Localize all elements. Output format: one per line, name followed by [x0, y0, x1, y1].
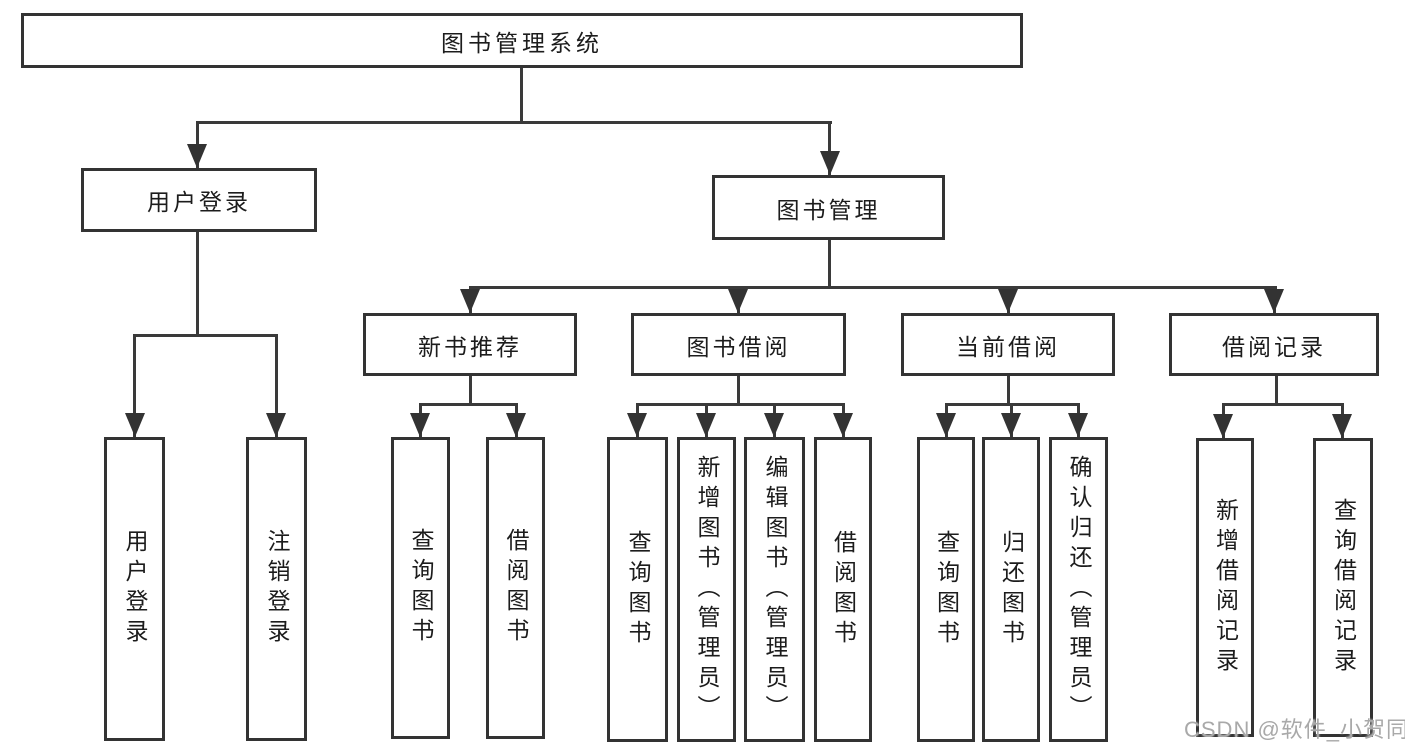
leaf-query-borrow-record: 查询借阅记录 — [1313, 438, 1373, 737]
node-label: 注销登录 — [264, 529, 290, 649]
connector — [133, 334, 278, 337]
leaf-add-book-admin: 新增图书（管理员） — [677, 437, 736, 742]
arrowhead-icon — [998, 289, 1018, 313]
node-label: 图书管理系统 — [441, 29, 603, 56]
node-label: 当前借阅 — [956, 333, 1060, 360]
arrowhead-icon — [728, 289, 748, 313]
node-label: 查询图书 — [933, 529, 960, 650]
node-label: 编辑图书（管理员） — [762, 454, 788, 725]
arrowhead-icon — [627, 413, 647, 437]
arrowhead-icon — [1068, 413, 1088, 437]
arrowhead-icon — [1001, 413, 1021, 437]
node-label: 用户登录 — [122, 529, 148, 649]
connector — [520, 68, 523, 124]
leaf-user-login: 用户登录 — [104, 437, 165, 741]
connector — [1007, 376, 1010, 406]
connector — [737, 376, 740, 406]
arrowhead-icon — [1264, 289, 1284, 313]
node-root: 图书管理系统 — [21, 13, 1023, 68]
connector — [828, 240, 831, 289]
node-label: 新增图书（管理员） — [694, 454, 720, 725]
connector — [469, 286, 1277, 289]
connector — [636, 403, 844, 406]
node-label: 查询图书 — [625, 529, 651, 650]
leaf-logout: 注销登录 — [246, 437, 307, 741]
node-label: 归还图书 — [998, 529, 1025, 650]
connector — [275, 334, 278, 437]
leaf-borrow-book-recommend: 借阅图书 — [486, 437, 545, 739]
leaf-add-borrow-record: 新增借阅记录 — [1196, 438, 1254, 737]
connector — [196, 121, 832, 124]
node-label: 图书借阅 — [686, 333, 791, 360]
node-label: 图书管理 — [776, 196, 881, 223]
node-label: 查询图书 — [408, 528, 434, 648]
arrowhead-icon — [266, 413, 286, 437]
arrowhead-icon — [820, 151, 840, 175]
connector — [133, 334, 136, 437]
arrowhead-icon — [1332, 414, 1352, 438]
leaf-edit-book-admin: 编辑图书（管理员） — [744, 437, 805, 742]
arrowhead-icon — [410, 413, 430, 437]
node-book-management: 图书管理 — [712, 175, 945, 240]
arrowhead-icon — [833, 413, 853, 437]
leaf-borrow-book: 借阅图书 — [814, 437, 872, 742]
leaf-confirm-return-admin: 确认归还（管理员） — [1049, 437, 1108, 742]
node-book-borrow: 图书借阅 — [631, 313, 846, 376]
node-new-book-recommend: 新书推荐 — [363, 313, 577, 376]
leaf-query-book-borrow: 查询图书 — [607, 437, 668, 742]
arrowhead-icon — [936, 413, 956, 437]
arrowhead-icon — [764, 413, 784, 437]
node-label: 新增借阅记录 — [1212, 497, 1239, 678]
node-label: 确认归还（管理员） — [1066, 454, 1092, 725]
leaf-return-book: 归还图书 — [982, 437, 1040, 742]
leaf-query-book-recommend: 查询图书 — [391, 437, 450, 739]
node-label: 借阅图书 — [830, 529, 857, 650]
node-label: 借阅图书 — [503, 528, 529, 648]
connector — [1222, 403, 1344, 406]
arrowhead-icon — [187, 144, 207, 168]
connector — [196, 232, 199, 337]
node-borrow-records: 借阅记录 — [1169, 313, 1379, 376]
connector — [469, 376, 472, 406]
node-label: 新书推荐 — [418, 333, 522, 360]
node-label: 用户登录 — [147, 189, 251, 215]
arrowhead-icon — [1213, 414, 1233, 438]
arrowhead-icon — [696, 413, 716, 437]
arrowhead-icon — [506, 413, 526, 437]
node-current-borrow: 当前借阅 — [901, 313, 1115, 376]
connector — [828, 121, 831, 175]
connector — [419, 403, 518, 406]
node-user-login: 用户登录 — [81, 168, 317, 232]
watermark: CSDN @软件_小贺同学 — [1184, 717, 1405, 742]
arrowhead-icon — [125, 413, 145, 437]
arrowhead-icon — [460, 289, 480, 313]
connector — [1275, 376, 1278, 406]
leaf-query-book-current: 查询图书 — [917, 437, 975, 742]
node-label: 借阅记录 — [1222, 333, 1326, 360]
node-label: 查询借阅记录 — [1330, 497, 1357, 678]
